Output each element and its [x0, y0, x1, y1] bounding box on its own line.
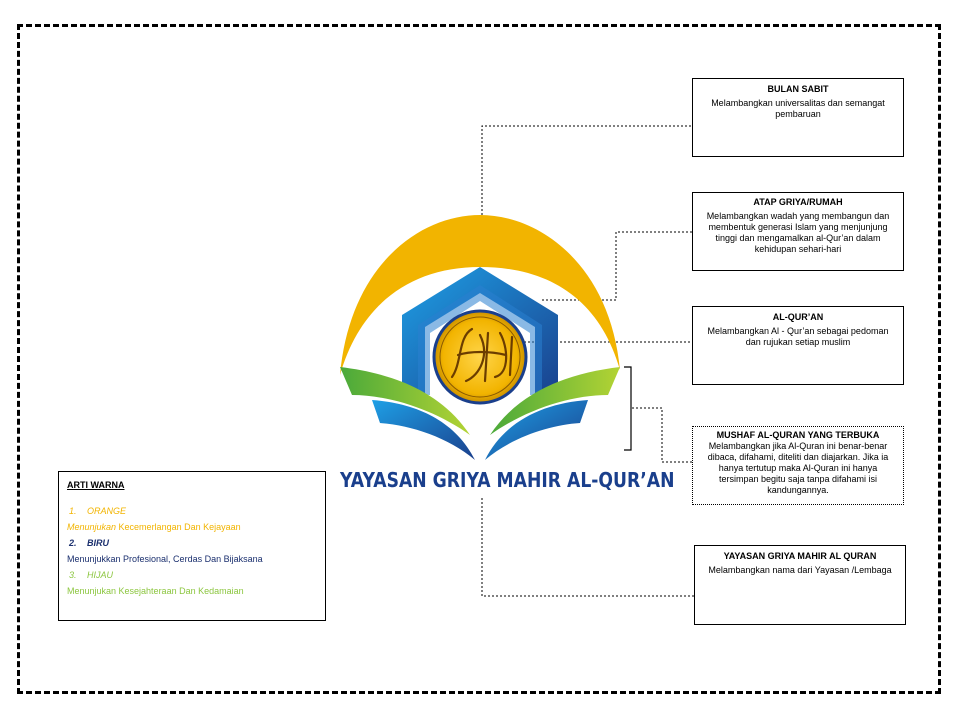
legend-item-biru-name: 2.BIRU: [69, 538, 109, 548]
annotation-description: Melambangkan nama dari Yayasan /Lembaga: [708, 565, 892, 575]
legend-item-hijau-name: 3.HIJAU: [69, 570, 114, 580]
annotation-title: MUSHAF AL-QURAN YANG TERBUKA: [716, 430, 880, 440]
open-book-right-page-green: [490, 367, 620, 435]
annotation-description: Melambangkan universalitas dan semangat …: [711, 98, 885, 119]
annotation-atap-griya: ATAP GRIYA/RUMAH Melambangkan wadah yang…: [692, 192, 904, 271]
roof-shape-inner: [418, 285, 542, 395]
annotation-description: Melambangkan Al - Qur’an sebagai pedoman…: [707, 326, 889, 347]
connector-yayasan: [481, 498, 694, 597]
quran-medallion: [432, 309, 528, 405]
crescent-moon-shape: [340, 215, 620, 375]
annotation-title: YAYASAN GRIYA MAHIR AL QURAN: [723, 551, 877, 561]
calligraphy-shape: [450, 327, 514, 383]
open-book-right-page-blue: [485, 400, 588, 460]
annotation-description: Melambangkan jika Al-Quran ini benar-ben…: [707, 441, 889, 495]
mushaf-bracket: [624, 366, 632, 451]
connector-bulan-sabit: [481, 125, 692, 215]
foundation-logo: [340, 215, 620, 460]
annotation-title: BULAN SABIT: [767, 84, 829, 94]
open-book-left-page-blue: [372, 400, 475, 460]
annotation-yayasan: YAYASAN GRIYA MAHIR AL QURAN Melambangka…: [694, 545, 906, 625]
annotation-description: Melambangkan wadah yang membangun dan me…: [706, 211, 890, 254]
annotation-title: AL-QUR’AN: [772, 312, 824, 322]
legend-item-orange-name: 1.ORANGE: [69, 506, 127, 516]
open-book-left-page-green: [340, 367, 470, 435]
legend-item-orange-meaning: Menunjukan Kecemerlangan Dan Kejayaan: [67, 522, 241, 532]
annotation-al-quran: AL-QUR’AN Melambangkan Al - Qur’an sebag…: [692, 306, 904, 385]
annotation-bulan-sabit: BULAN SABIT Melambangkan universalitas d…: [692, 78, 904, 157]
legend-item-hijau-meaning: Menunjukan Kesejahteraan Dan Kedamaian: [67, 586, 244, 596]
legend-title: ARTI WARNA: [67, 480, 125, 490]
legend-item-biru-meaning: Menunjukkan Profesional, Cerdas Dan Bija…: [67, 554, 263, 564]
dashed-page-frame: [17, 24, 941, 694]
annotation-mushaf: MUSHAF AL-QURAN YANG TERBUKA Melambangka…: [692, 426, 904, 505]
organization-name-logotype: YAYASAN GRIYA MAHIR AL-QUR’AN: [340, 468, 675, 492]
color-meaning-legend: ARTI WARNA 1.ORANGE Menunjukan Kecemerla…: [58, 471, 326, 621]
annotation-title: ATAP GRIYA/RUMAH: [753, 197, 843, 207]
roof-shape-outer: [402, 267, 558, 400]
connector-mushaf: [632, 407, 692, 463]
